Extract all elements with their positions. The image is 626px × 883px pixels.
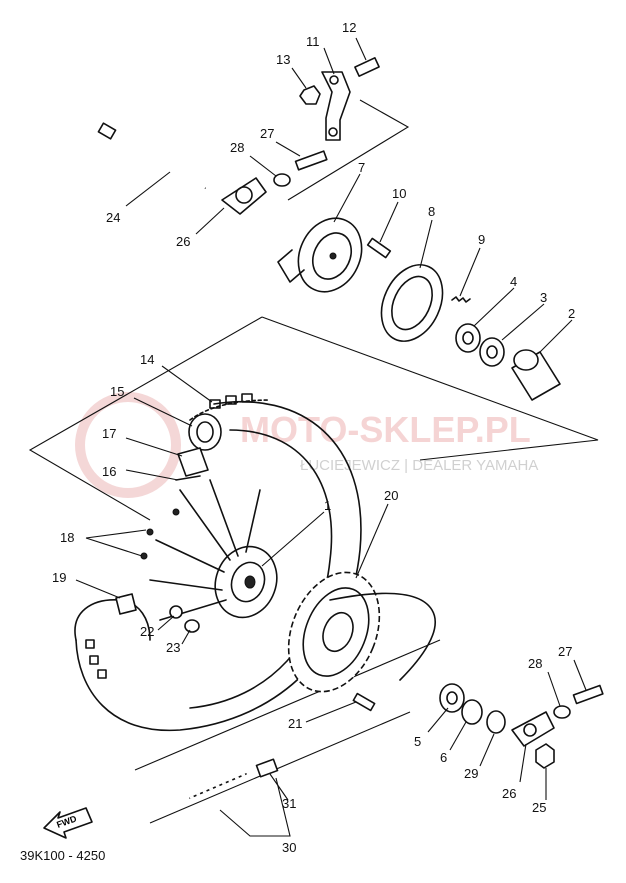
chain-puller-bottom bbox=[511, 711, 555, 747]
brake-arm-frame bbox=[287, 99, 410, 201]
rear-hub bbox=[214, 545, 278, 619]
oil-seal-right bbox=[461, 699, 483, 725]
rim-band bbox=[177, 447, 209, 477]
callout-28-top: 28 bbox=[230, 140, 244, 155]
lever-nut bbox=[299, 85, 321, 105]
callout-3: 3 bbox=[540, 290, 547, 305]
callout-2: 2 bbox=[568, 306, 575, 321]
shoe-plate-bolt bbox=[366, 237, 392, 259]
callout-21: 21 bbox=[288, 716, 302, 731]
callout-19: 19 bbox=[52, 570, 66, 585]
callout-11: 11 bbox=[306, 34, 320, 49]
chain-joint bbox=[255, 758, 279, 778]
callout-27-bottom: 27 bbox=[558, 644, 572, 659]
callout-30: 30 bbox=[282, 840, 296, 855]
brake-shoe-plate bbox=[277, 217, 363, 293]
callout-16: 16 bbox=[102, 464, 116, 479]
callout-22: 22 bbox=[140, 624, 154, 639]
hub-washer bbox=[184, 619, 200, 633]
adjuster-bolt-bottom bbox=[572, 684, 604, 705]
callout-1: 1 bbox=[324, 498, 331, 513]
callout-15: 15 bbox=[110, 384, 124, 399]
bearing bbox=[455, 323, 481, 353]
spokes bbox=[149, 479, 261, 621]
callout-10: 10 bbox=[392, 186, 406, 201]
spacer bbox=[511, 349, 561, 401]
callout-28-bottom: 28 bbox=[528, 656, 542, 671]
callout-8: 8 bbox=[428, 204, 435, 219]
washer-bottom bbox=[553, 705, 571, 719]
oil-seal bbox=[479, 337, 505, 367]
callout-12: 12 bbox=[342, 20, 356, 35]
callout-29: 29 bbox=[464, 766, 478, 781]
callout-17: 17 bbox=[102, 426, 116, 441]
callout-5: 5 bbox=[414, 734, 421, 749]
callout-7: 7 bbox=[358, 160, 365, 175]
washer-top bbox=[273, 173, 291, 187]
watermark-logo bbox=[75, 392, 181, 498]
callout-labels: 12 11 13 27 28 7 10 8 24 26 9 4 3 2 14 1… bbox=[52, 20, 575, 855]
brake-cam-lever bbox=[321, 71, 351, 141]
brake-shoe bbox=[380, 264, 444, 342]
callout-27-top: 27 bbox=[260, 126, 274, 141]
callout-4: 4 bbox=[510, 274, 517, 289]
sprocket bbox=[287, 571, 381, 693]
callout-31: 31 bbox=[282, 796, 296, 811]
watermark-brand: MOTO-SKLEP.PL bbox=[240, 409, 531, 450]
spoke-nipples bbox=[140, 508, 180, 560]
adjuster-bolt-top bbox=[294, 150, 328, 171]
watermark: MOTO-SKLEP.PL ŁUCIEJEWICZ | DEALER YAMAH… bbox=[75, 392, 538, 498]
sprocket-bolt bbox=[352, 692, 376, 712]
tire-tread-blocks bbox=[85, 393, 253, 679]
hub-nut bbox=[169, 605, 183, 619]
callout-14: 14 bbox=[140, 352, 154, 367]
lever-bolt bbox=[354, 57, 380, 77]
callout-18: 18 bbox=[60, 530, 74, 545]
chain-puller-top bbox=[221, 177, 267, 215]
callout-6: 6 bbox=[440, 750, 447, 765]
watermark-dealer: ŁUCIEJEWICZ | DEALER YAMAHA bbox=[300, 457, 538, 474]
catalog-code: 39K100 - 4250 bbox=[20, 848, 105, 863]
callout-26-bottom: 26 bbox=[502, 786, 516, 801]
wheel-tire-frame bbox=[28, 316, 599, 521]
axle bbox=[97, 122, 206, 190]
callout-20: 20 bbox=[384, 488, 398, 503]
collar bbox=[486, 710, 506, 734]
chain-line bbox=[134, 639, 441, 824]
leader-lines bbox=[75, 37, 587, 837]
callout-23: 23 bbox=[166, 640, 180, 655]
forward-arrow: FWD bbox=[43, 807, 93, 839]
callout-9: 9 bbox=[478, 232, 485, 247]
shoe-spring bbox=[451, 296, 471, 303]
rim-tube bbox=[188, 413, 222, 451]
bearing-right bbox=[439, 683, 465, 713]
tire-valve bbox=[175, 475, 201, 481]
tire-liner bbox=[115, 593, 137, 615]
callout-26-top: 26 bbox=[176, 234, 190, 249]
callout-24: 24 bbox=[106, 210, 120, 225]
nut-bottom bbox=[535, 743, 555, 769]
callout-13: 13 bbox=[276, 52, 290, 67]
callout-25: 25 bbox=[532, 800, 546, 815]
drive-chain bbox=[189, 592, 436, 799]
